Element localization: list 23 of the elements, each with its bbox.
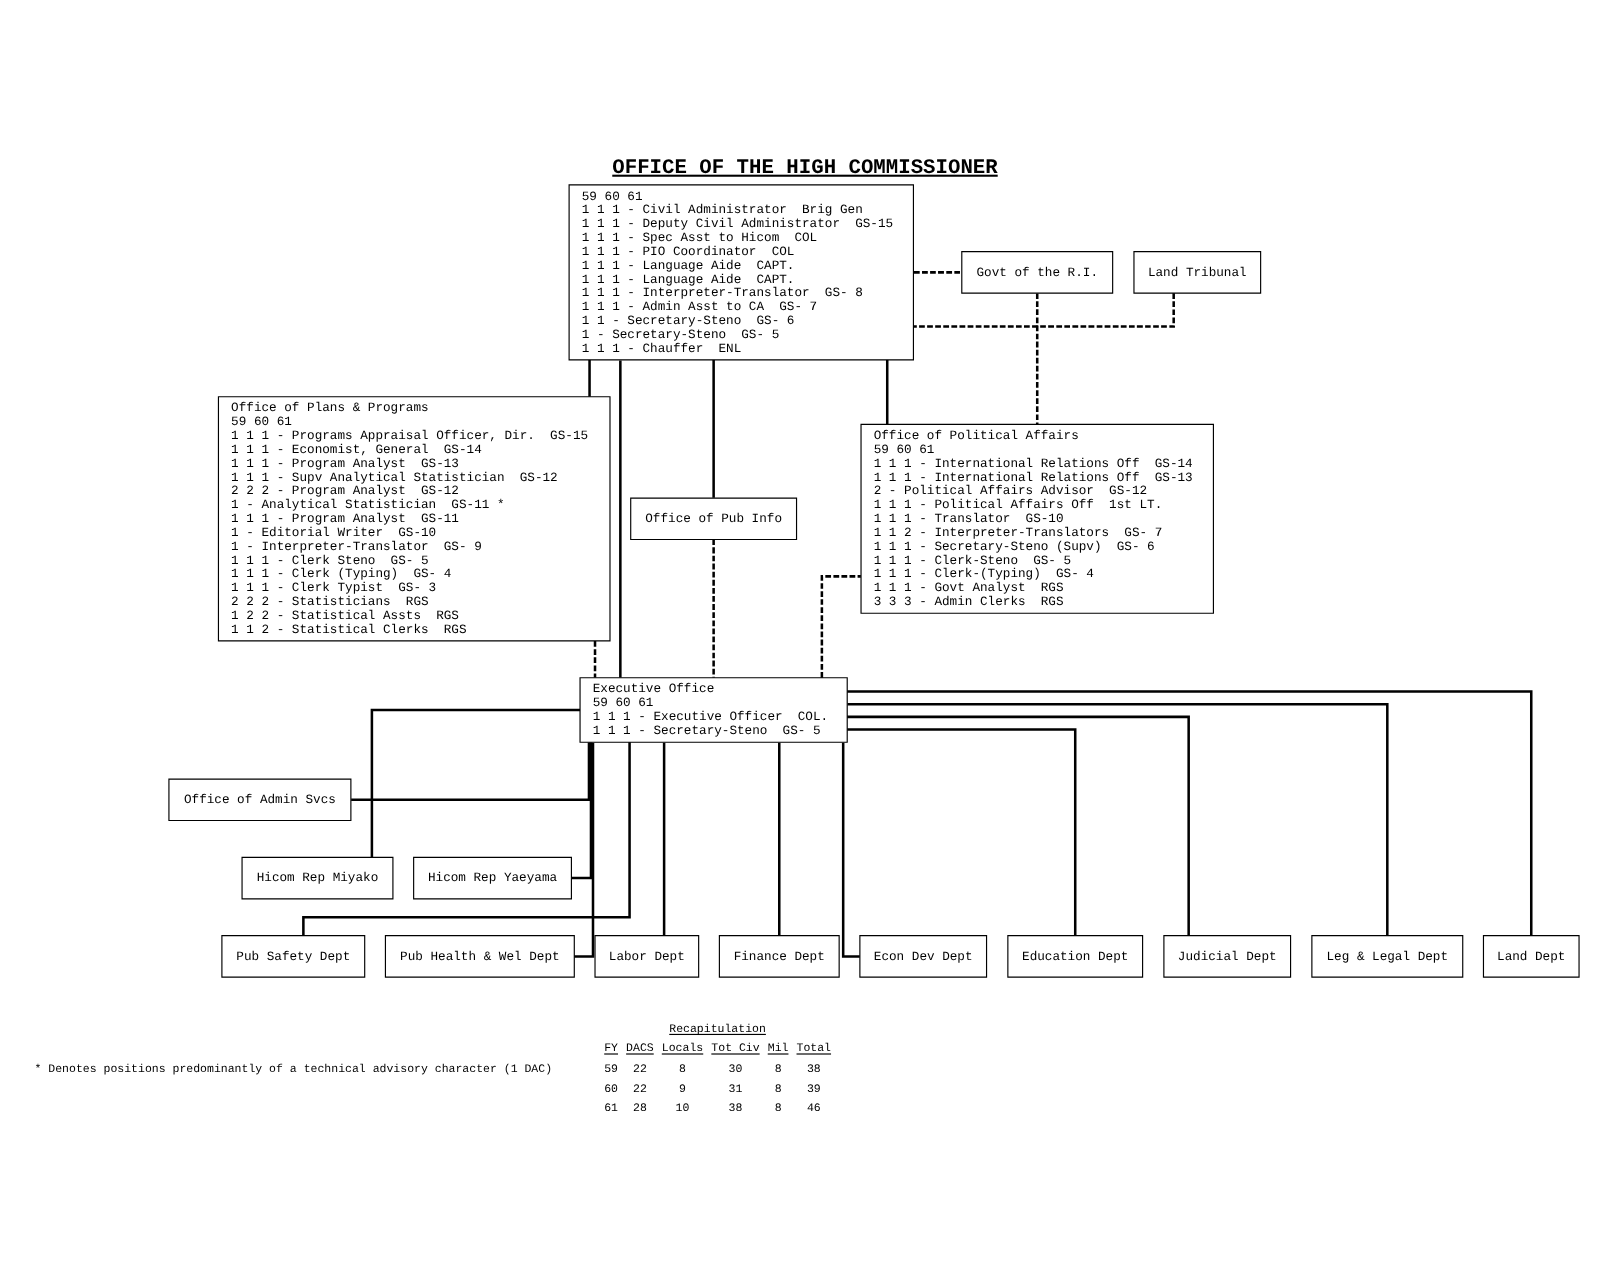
- connector: [619, 360, 622, 678]
- connector: [588, 359, 591, 397]
- connector: [913, 293, 1175, 328]
- connector: [847, 728, 1077, 936]
- connector: [593, 640, 597, 678]
- connector: [574, 742, 595, 958]
- connector: [841, 742, 860, 958]
- connector: [351, 742, 591, 802]
- connector: [571, 742, 593, 880]
- connector: [847, 690, 1533, 936]
- connector: [662, 742, 666, 936]
- connector: [712, 359, 715, 498]
- connector: [820, 575, 861, 678]
- connector: [847, 702, 1389, 936]
- connector: [370, 708, 581, 858]
- connector: [885, 359, 889, 424]
- connector: [712, 539, 715, 678]
- connector: [913, 271, 962, 274]
- connector: [302, 742, 631, 936]
- connector: [1035, 293, 1039, 425]
- connector: [847, 715, 1190, 936]
- connector: [778, 742, 781, 936]
- diagram-title: OFFICE OF THE HIGH COMMISSIONER: [612, 156, 998, 181]
